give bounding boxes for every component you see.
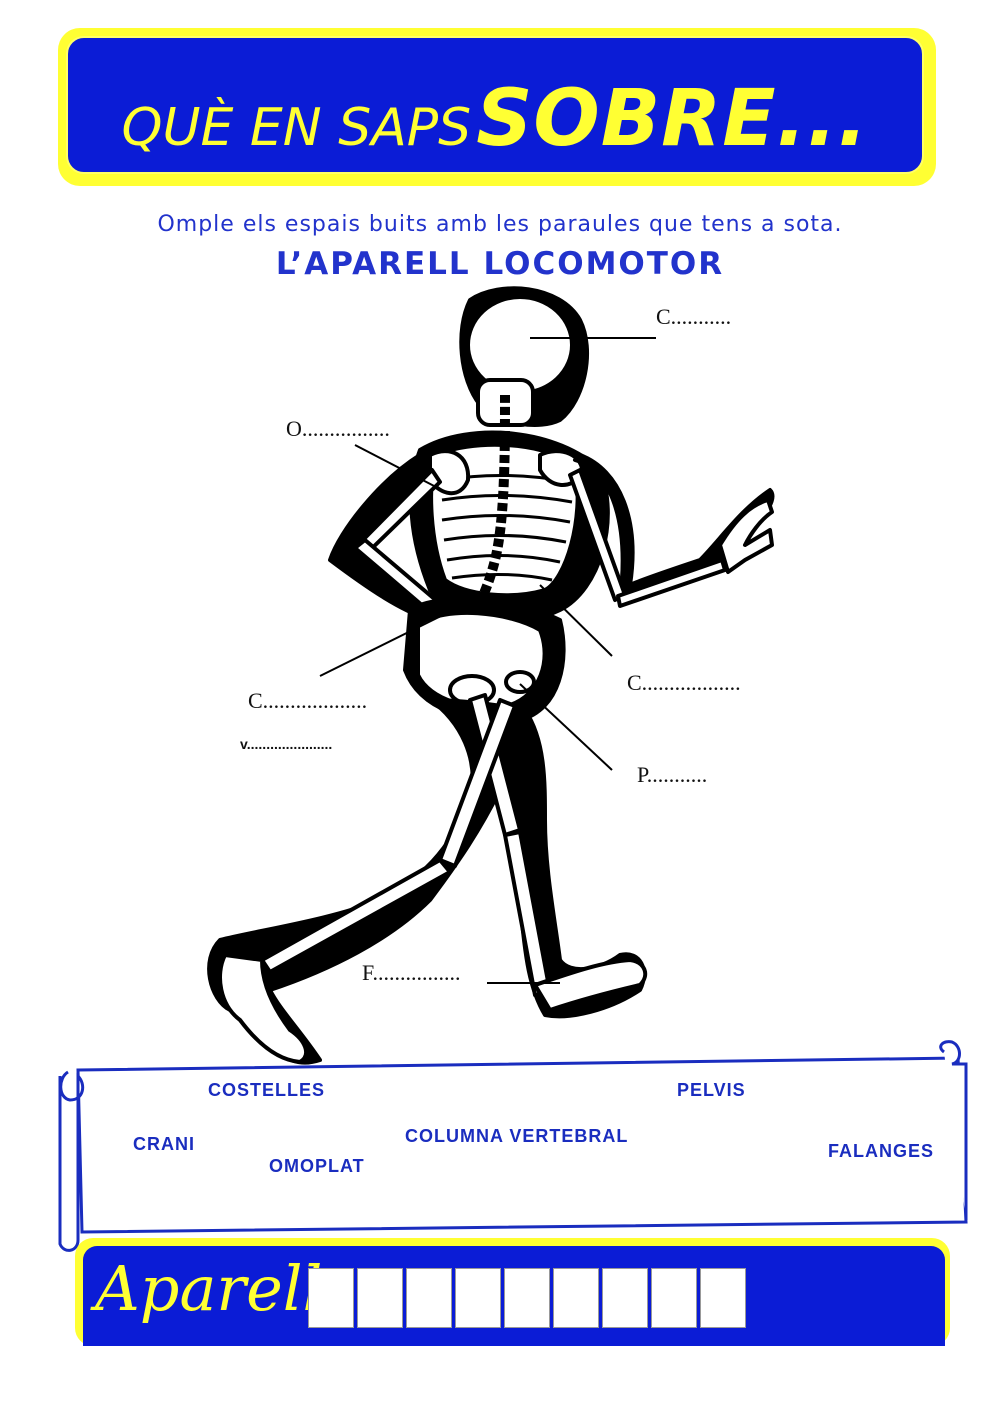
word-omoplat[interactable]: OMOPLAT xyxy=(269,1156,365,1176)
answer-box[interactable] xyxy=(357,1268,403,1328)
answer-box[interactable] xyxy=(700,1268,746,1328)
worksheet-subtitle: L’APARELL LOCOMOTOR xyxy=(275,246,725,282)
line-omoplat xyxy=(354,444,439,489)
word-costelles[interactable]: COSTELLES xyxy=(208,1080,326,1100)
word-crani[interactable]: CRANI xyxy=(133,1134,195,1154)
label-costelles[interactable]: C.................. xyxy=(627,670,741,695)
word-columna-vertebral[interactable]: COLUMNA VERTEBRAL xyxy=(405,1126,629,1146)
answer-box[interactable] xyxy=(308,1268,354,1328)
forearm-right xyxy=(616,558,727,608)
foot-left xyxy=(533,958,648,1012)
answer-box[interactable] xyxy=(553,1268,599,1328)
foot-right xyxy=(218,953,309,1064)
label-omoplat[interactable]: O................ xyxy=(286,416,390,441)
femur-right xyxy=(438,698,517,868)
answer-label: Aparell: xyxy=(95,1252,344,1325)
word-pelvis[interactable]: PELVIS xyxy=(677,1080,746,1100)
humerus-right xyxy=(568,468,627,602)
line-costelles xyxy=(539,584,613,657)
tibia-right xyxy=(260,858,452,974)
line-pelvis xyxy=(519,683,613,771)
pointer-lines xyxy=(319,337,656,984)
line-columna xyxy=(319,613,446,677)
instruction-text: Omple els espais buits amb les paraules … xyxy=(157,212,843,237)
label-crani[interactable]: C........... xyxy=(656,304,732,329)
humerus-left xyxy=(353,468,442,560)
answer-box[interactable] xyxy=(455,1268,501,1328)
answer-inner: Aparell: xyxy=(83,1246,945,1346)
hip-socket-right xyxy=(504,670,536,694)
scroll-right-curl xyxy=(939,1040,968,1220)
label-pelvis[interactable]: P........... xyxy=(637,762,708,787)
label-columna-v[interactable]: v...................... xyxy=(240,736,333,752)
label-falanges[interactable]: F................ xyxy=(362,960,461,985)
skeleton-drawing xyxy=(207,286,775,1065)
header-inner: QUÈ EN SAPS SOBRE... xyxy=(66,36,924,174)
answer-bar: Aparell: xyxy=(75,1238,950,1346)
title-small: QUÈ EN SAPS xyxy=(121,98,472,158)
header-banner: QUÈ EN SAPS SOBRE... xyxy=(58,28,936,186)
answer-box[interactable] xyxy=(406,1268,452,1328)
answer-box[interactable] xyxy=(602,1268,648,1328)
label-columna-c[interactable]: C................... xyxy=(248,688,368,713)
word-falanges[interactable]: FALANGES xyxy=(828,1141,935,1161)
title-big: SOBRE... xyxy=(476,74,869,164)
scroll-body xyxy=(76,1056,968,1234)
answer-boxes xyxy=(308,1268,746,1328)
answer-box[interactable] xyxy=(504,1268,550,1328)
answer-box[interactable] xyxy=(651,1268,697,1328)
hand-right xyxy=(718,498,774,574)
page-title: QUÈ EN SAPS SOBRE... xyxy=(68,74,922,164)
scroll-left-curl xyxy=(58,1070,85,1252)
arm-right-shadow xyxy=(573,453,775,602)
